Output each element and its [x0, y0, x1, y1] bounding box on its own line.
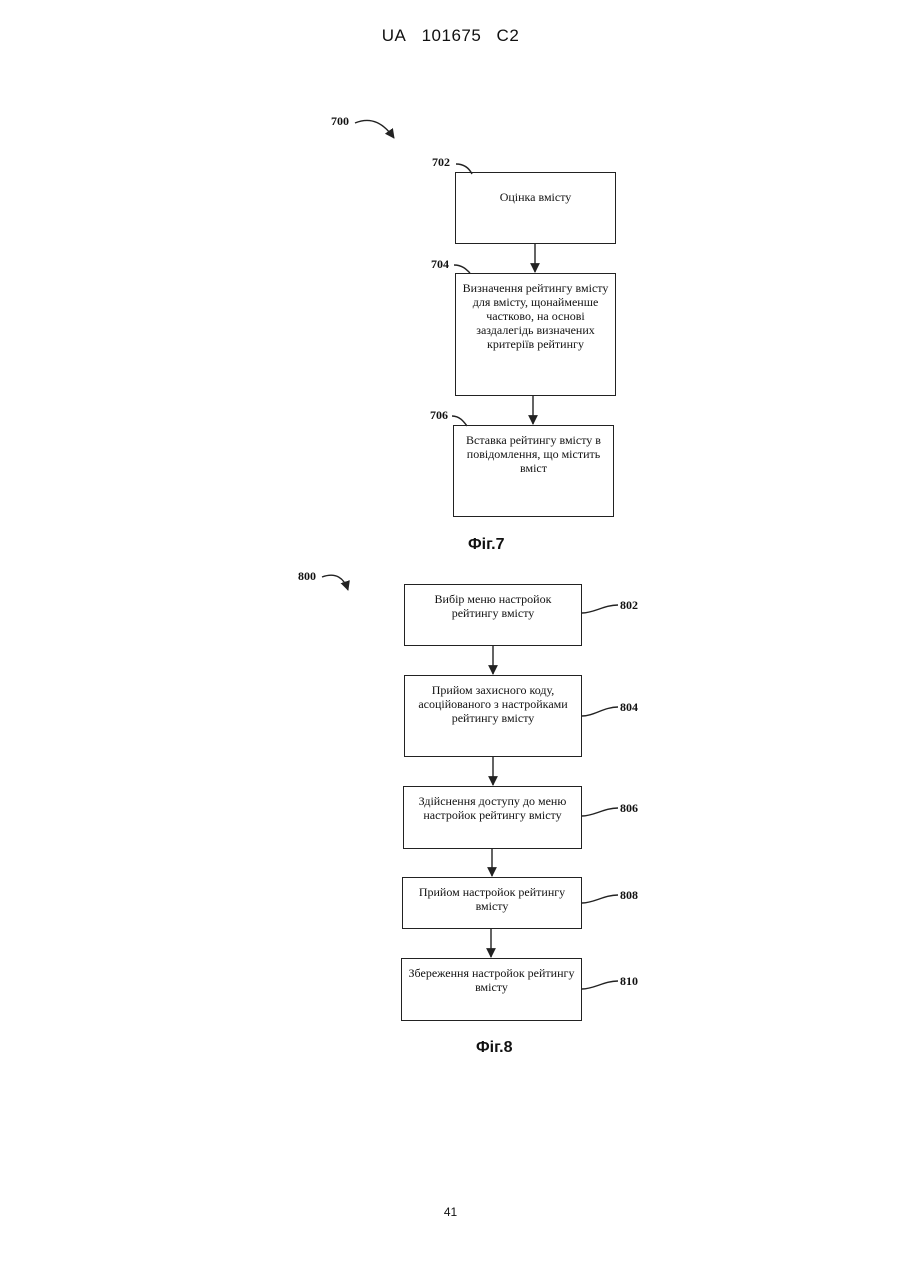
step-box-706: Вставка рейтингу вмісту в повідомлення, …	[453, 425, 614, 517]
step-box-808: Прийом настройок рейтингу вмісту	[402, 877, 582, 929]
step-ref-806: 806	[620, 801, 638, 816]
leader-810	[582, 981, 618, 989]
step-text-808: Прийом настройок рейтингу вмісту	[419, 885, 565, 913]
fig7-main-ref-arrow	[355, 120, 394, 138]
step-ref-702: 702	[432, 155, 450, 170]
step-ref-808: 808	[620, 888, 638, 903]
step-text-704: Визначення рейтингу вмісту для вмісту, щ…	[463, 281, 609, 351]
fig8-main-ref-arrow	[322, 575, 348, 590]
fig7-ref-700: 700	[331, 114, 349, 129]
step-text-806: Здійснення доступу до меню настройок рей…	[419, 794, 567, 822]
step-box-802: Вибір меню настройок рейтингу вмісту	[404, 584, 582, 646]
step-text-810: Збереження настройок рейтингу вмісту	[409, 966, 575, 994]
fig8-caption: Фіг.8	[476, 1039, 513, 1057]
step-ref-802: 802	[620, 598, 638, 613]
step-text-702: Оцінка вмісту	[500, 190, 572, 204]
step-box-702: Оцінка вмісту	[455, 172, 616, 244]
step-ref-810: 810	[620, 974, 638, 989]
step-text-802: Вибір меню настройок рейтингу вмісту	[435, 592, 552, 620]
step-box-804: Прийом захисного коду, асоційованого з н…	[404, 675, 582, 757]
leader-808	[582, 895, 618, 903]
fig8-ref-800: 800	[298, 569, 316, 584]
step-text-706: Вставка рейтингу вмісту в повідомлення, …	[466, 433, 601, 475]
step-ref-706: 706	[430, 408, 448, 423]
page-number: 41	[0, 1205, 901, 1219]
step-ref-804: 804	[620, 700, 638, 715]
step-box-806: Здійснення доступу до меню настройок рей…	[403, 786, 582, 849]
leader-704	[454, 265, 470, 273]
step-ref-704: 704	[431, 257, 449, 272]
leader-806	[582, 808, 618, 816]
step-text-804: Прийом захисного коду, асоційованого з н…	[418, 683, 567, 725]
leader-804	[582, 707, 618, 716]
leader-802	[582, 605, 618, 613]
step-box-810: Збереження настройок рейтингу вмісту	[401, 958, 582, 1021]
fig7-caption: Фіг.7	[468, 536, 505, 554]
step-box-704: Визначення рейтингу вмісту для вмісту, щ…	[455, 273, 616, 396]
